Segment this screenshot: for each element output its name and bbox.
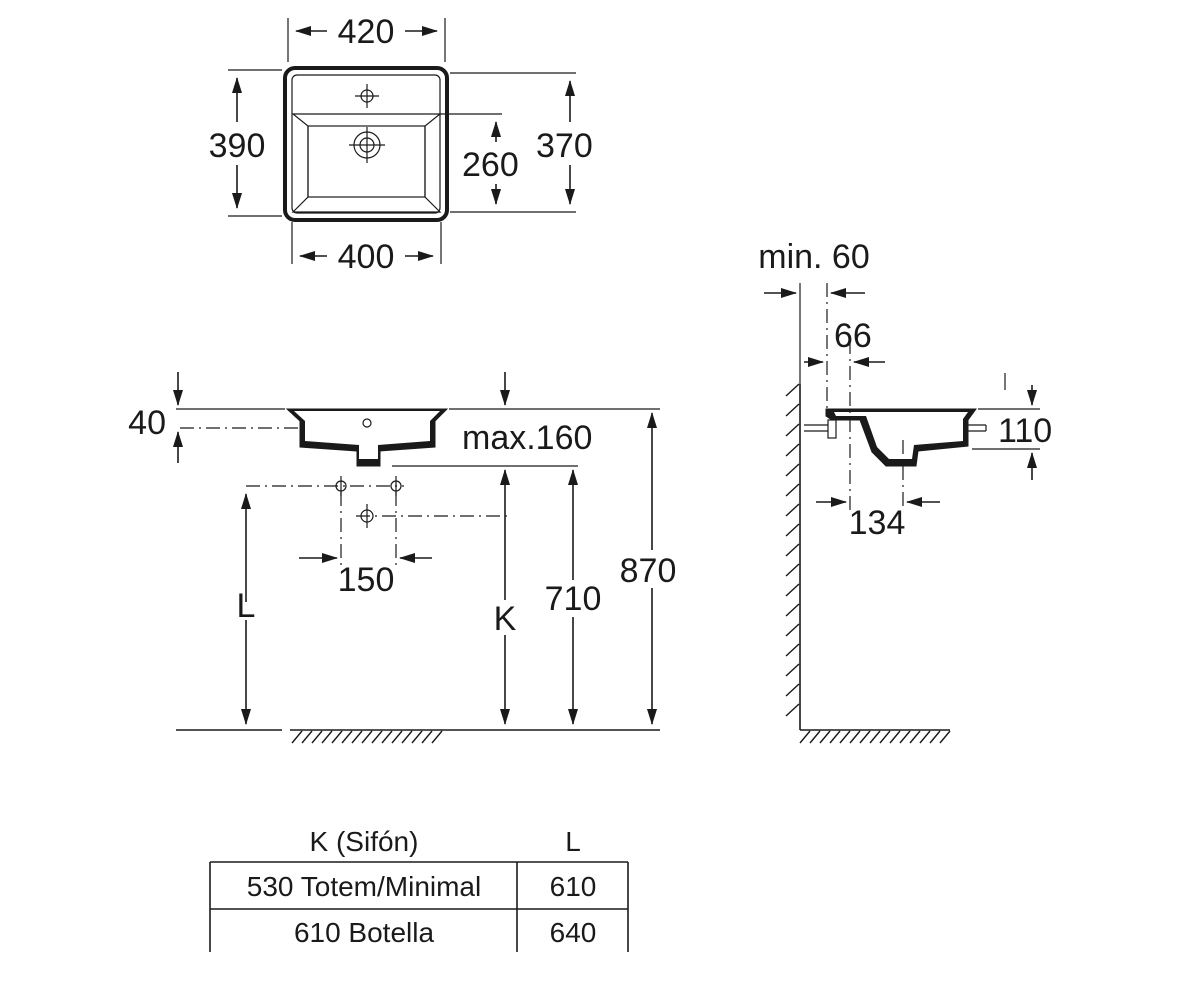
- dim-710: 710: [545, 580, 602, 618]
- drain-hole-icon: [349, 127, 385, 163]
- front-view: 40 max.160 150 L K 710: [128, 372, 677, 744]
- tap-body: [827, 419, 837, 439]
- table-header-l: L: [565, 826, 581, 857]
- bowl-floor: [307, 125, 426, 198]
- dim-40: 40: [128, 404, 166, 442]
- tap-hole-icon: [355, 84, 379, 108]
- side-view: min. 60 66 110 134: [758, 238, 1052, 744]
- table-cell-r2-k: 610 Botella: [294, 917, 435, 948]
- wall-hatch: [785, 383, 800, 717]
- table-header-k: K (Sifón): [310, 826, 419, 857]
- dim-420: 420: [338, 13, 395, 51]
- dimension-table: K (Sifón) L 530 Totem/Minimal 610 610 Bo…: [209, 826, 629, 952]
- floor-hatch: [291, 730, 443, 744]
- dim-370: 370: [536, 127, 593, 165]
- dim-390: 390: [209, 127, 266, 165]
- top-view: 420 390 370 260 400: [209, 13, 593, 276]
- drain-outlet-icon: [360, 504, 374, 528]
- dim-400: 400: [338, 238, 395, 276]
- label-L: L: [237, 587, 256, 625]
- basin-rim-inner: [291, 74, 441, 214]
- dim-66: 66: [834, 317, 872, 355]
- side-floor-hatch: [799, 730, 951, 744]
- label-K: K: [494, 600, 517, 638]
- dim-134: 134: [849, 504, 906, 542]
- basin-outline-top: [283, 66, 449, 222]
- dim-260: 260: [462, 146, 519, 184]
- dim-110: 110: [998, 412, 1052, 450]
- dim-870: 870: [620, 552, 677, 590]
- dim-min60: min. 60: [758, 238, 870, 276]
- table-cell-r1-k: 530 Totem/Minimal: [247, 871, 481, 902]
- table-cell-r1-l: 610: [550, 871, 597, 902]
- dim-150: 150: [338, 561, 395, 599]
- table-cell-r2-l: 640: [550, 917, 597, 948]
- dim-max160: max.160: [462, 419, 592, 457]
